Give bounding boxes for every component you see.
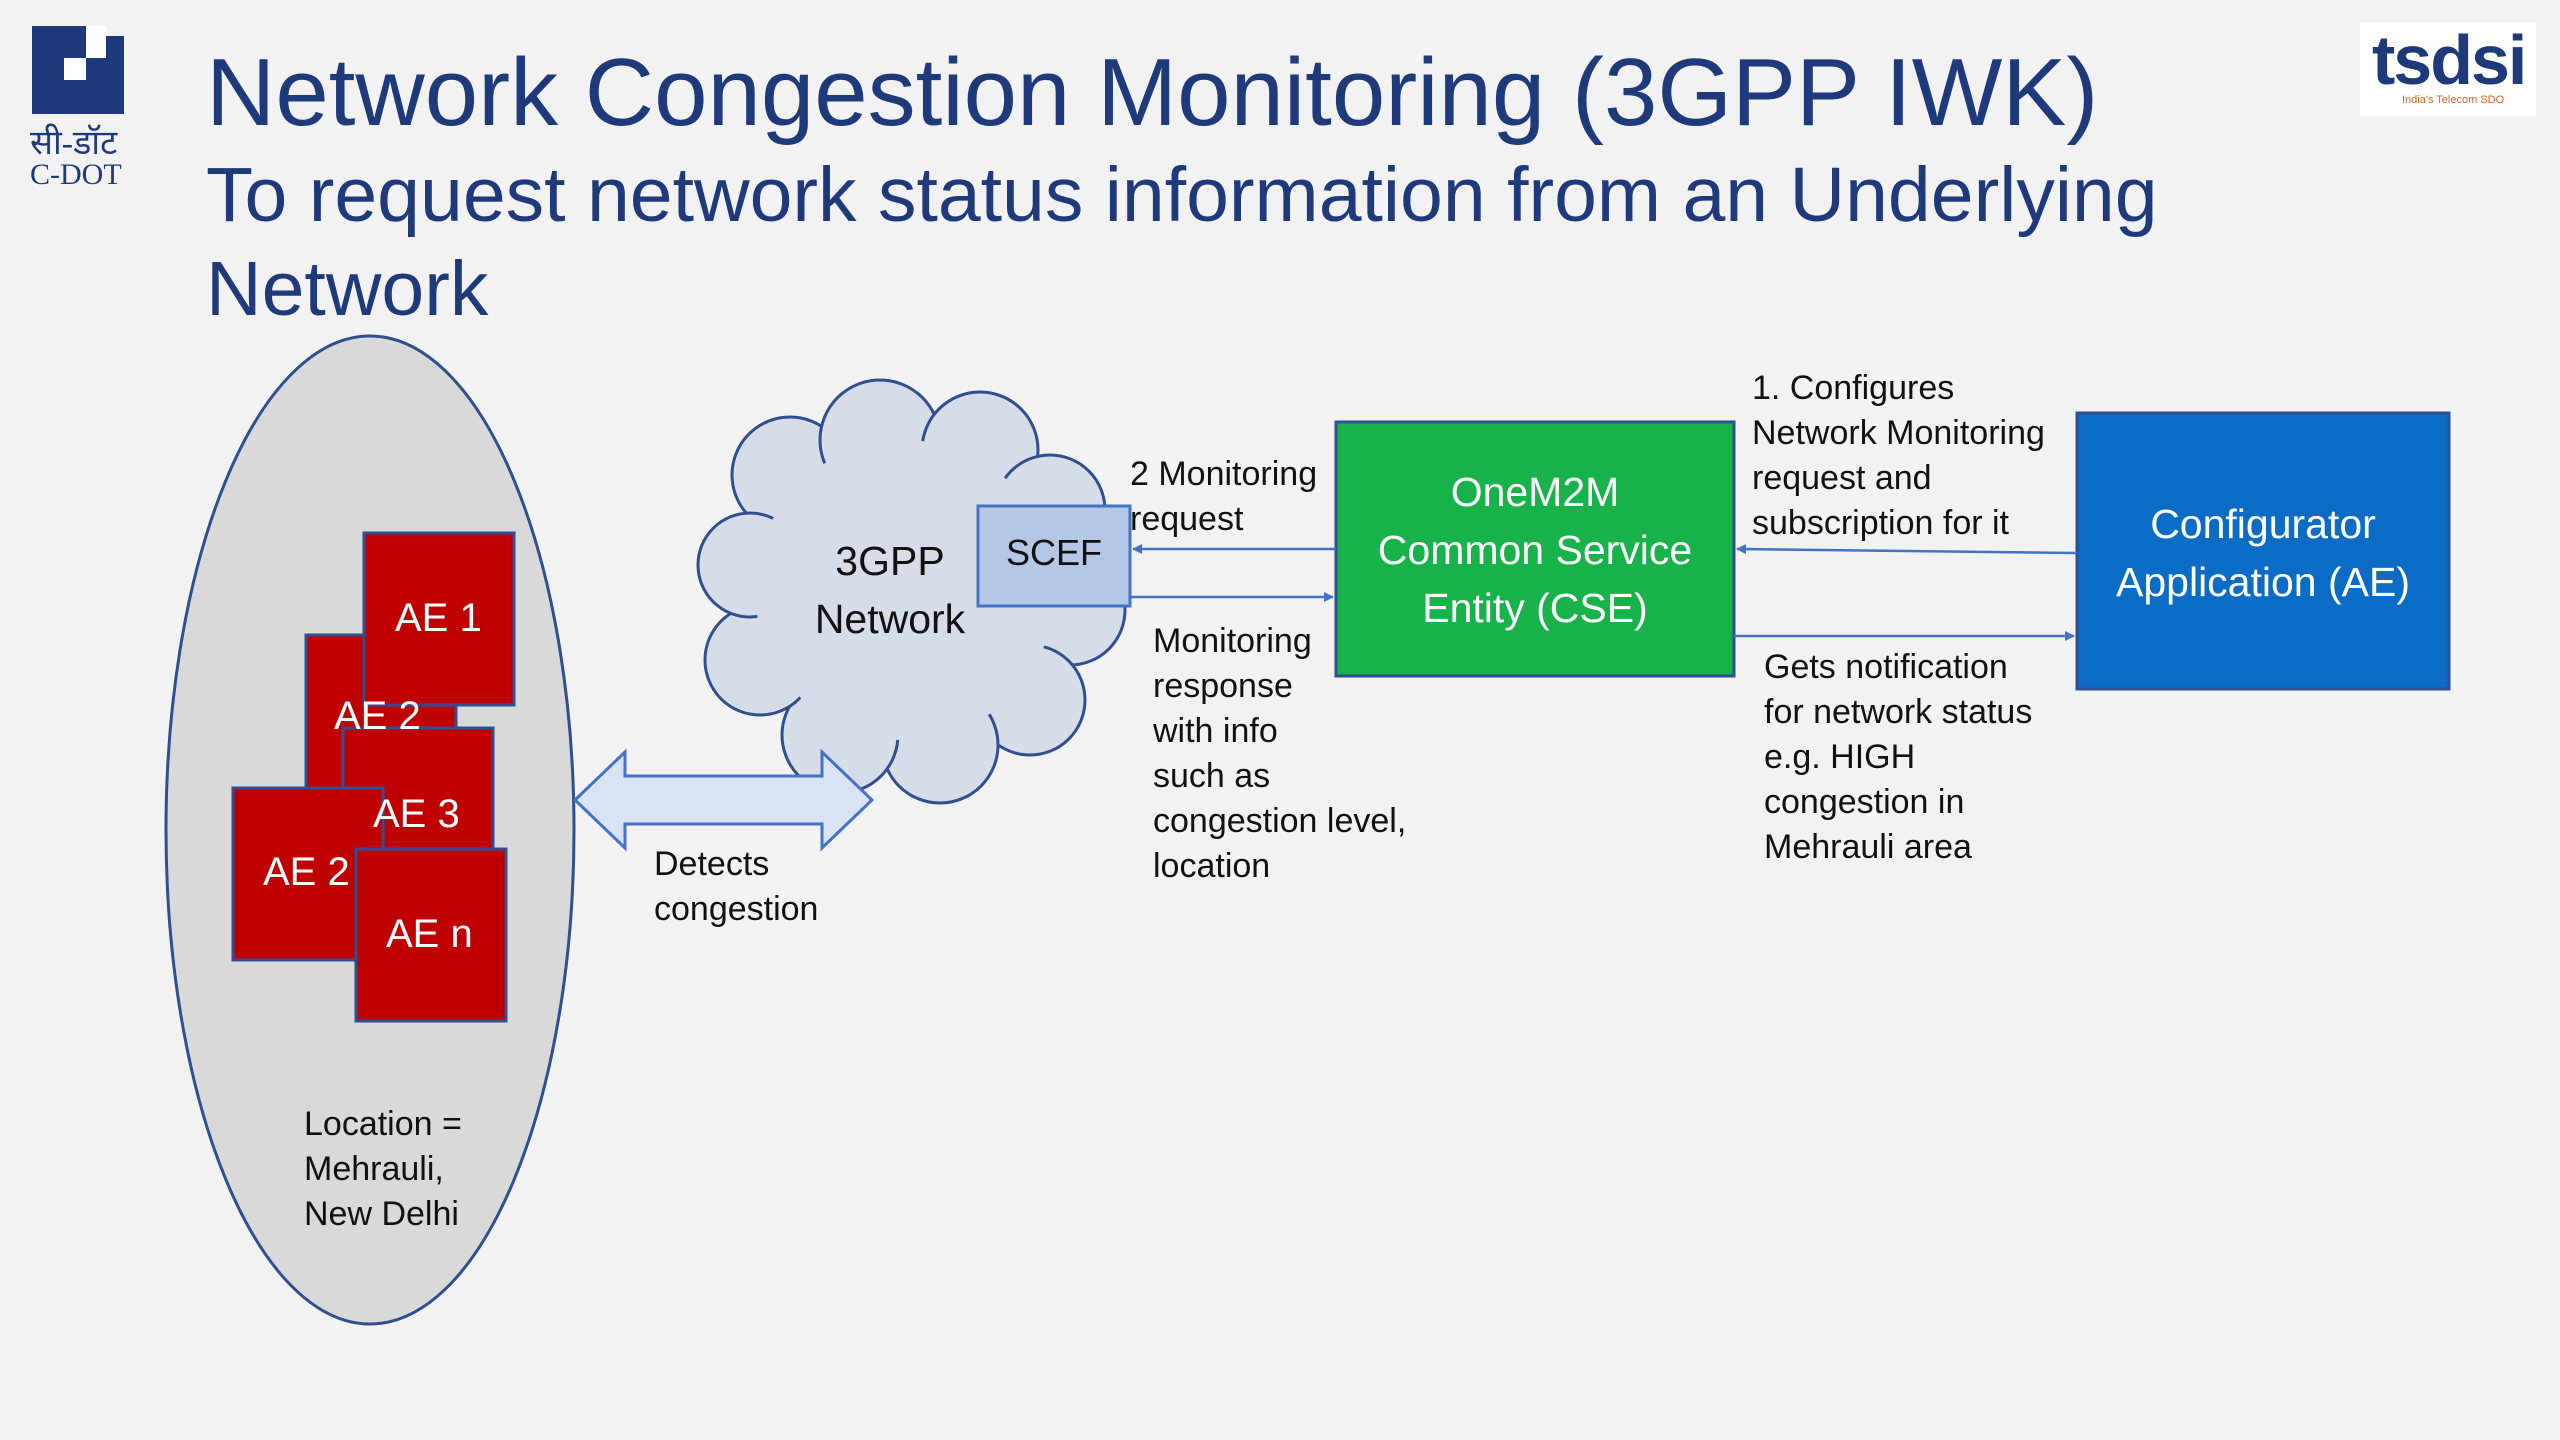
ae-label-3: AE 3 (373, 792, 460, 836)
location-line-1: Location = (304, 1105, 462, 1143)
tsdsi-logo-icon (2360, 22, 2536, 116)
configurator-label-line-1: Configurator (2150, 501, 2376, 547)
detects-line-2: congestion (654, 890, 819, 928)
configures-line-3: request and (1752, 459, 1932, 497)
scef-box (976, 504, 1132, 608)
cdot-logo-icon (32, 26, 124, 114)
monitoring-response-line-6: location (1153, 847, 1271, 885)
notification-line-2: for network status (1764, 693, 2033, 731)
cse-label-line-2: Common Service (1377, 527, 1693, 573)
detects-double-arrow (572, 748, 875, 852)
ae-label-back: AE 2 (334, 694, 421, 738)
ae-box-n (354, 847, 508, 1023)
monitoring-request-line-2: request (1130, 500, 1244, 538)
network-label-line-1: 3GPP (835, 538, 945, 584)
ae-box-1 (362, 531, 516, 707)
cse-label-line-3: Entity (CSE) (1422, 585, 1648, 631)
cse-label-line-1: OneM2M (1450, 469, 1620, 515)
configurator-label-line-2: Application (AE) (2116, 559, 2410, 605)
configures-line-4: subscription for it (1752, 504, 2009, 542)
page-title: Network Congestion Monitoring (3GPP IWK) (206, 39, 2099, 146)
notification-line-4: congestion in (1764, 783, 1965, 821)
location-line-2: Mehrauli, (304, 1150, 444, 1188)
ae-label-1: AE 1 (395, 596, 482, 640)
notification-line-5: Mehrauli area (1764, 828, 1972, 866)
detects-line-1: Detects (654, 845, 770, 883)
cdot-english-text: C-DOT (30, 158, 122, 191)
notification-line-3: e.g. HIGH (1764, 738, 1916, 776)
page-subtitle: To request network status information fr… (206, 152, 2158, 332)
scef-label: SCEF (1005, 532, 1102, 573)
configures-line-2: Network Monitoring (1752, 414, 2045, 452)
monitoring-response-line-1: Monitoring (1153, 622, 1312, 660)
configures-arrow (1736, 544, 2078, 555)
notification-line-1: Gets notification (1764, 648, 2008, 686)
cse-box (1334, 420, 1736, 678)
monitoring-request-line-1: 2 Monitoring (1130, 455, 1318, 493)
monitoring-response-line-4: such as (1153, 757, 1271, 795)
tsdsi-tagline: India's Telecom SDO (2402, 94, 2505, 106)
location-line-3: New Delhi (304, 1195, 459, 1233)
tsdsi-name: tsdsi (2372, 21, 2527, 99)
ae-stack (231, 531, 516, 1023)
monitoring-response-line-5: congestion level, (1153, 802, 1407, 840)
network-label-line-2: Network (814, 596, 966, 642)
monitoring-response-line-2: response (1153, 667, 1293, 705)
configurator-box (2075, 411, 2451, 691)
cdot-hindi-text: सी-डॉट (30, 125, 118, 162)
ae-label-2: AE 2 (263, 850, 350, 894)
configures-line-1: 1. Configures (1752, 369, 1955, 407)
ae-label-n: AE n (386, 912, 473, 956)
monitoring-response-line-3: with info (1153, 712, 1278, 750)
